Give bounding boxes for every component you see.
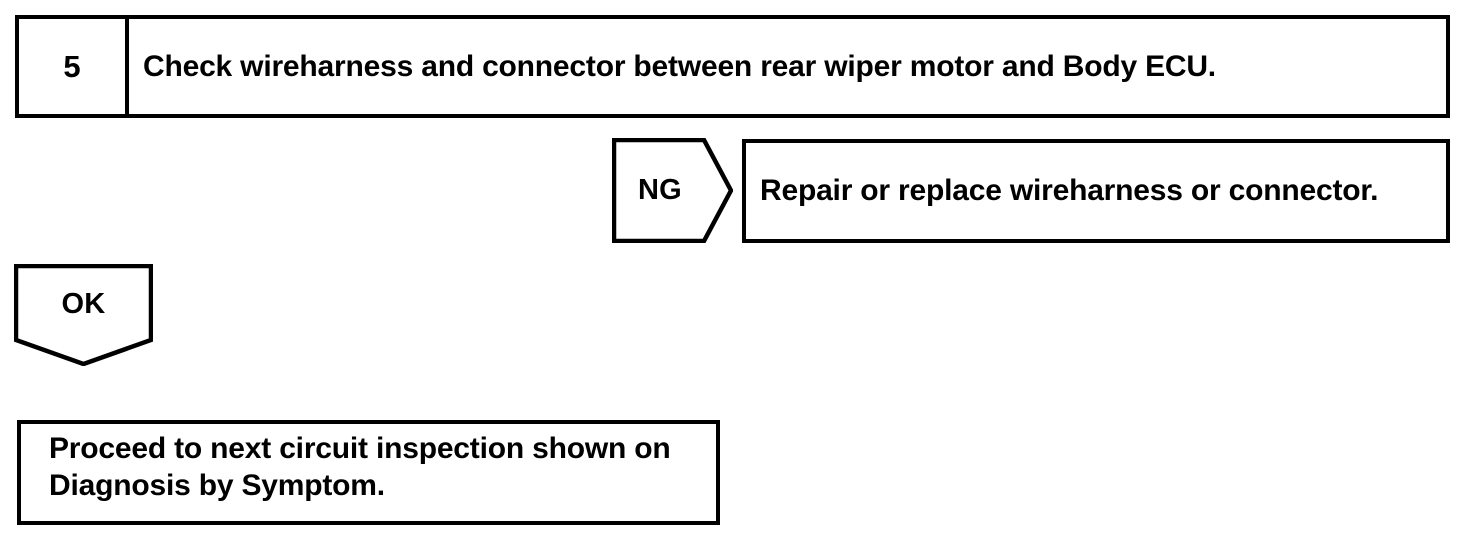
result-box: Proceed to next circuit inspection shown…: [17, 420, 720, 525]
ok-branch-arrow: [14, 264, 153, 366]
step-instruction: Check wireharness and connector between …: [143, 49, 1216, 83]
ng-action-box: Repair or replace wireharness or connect…: [742, 139, 1450, 243]
step-number: 5: [19, 19, 129, 114]
result-line-2: Diagnosis by Symptom.: [49, 469, 385, 502]
result-line-1: Proceed to next circuit inspection shown…: [49, 432, 671, 465]
step-box: 5 Check wireharness and connector betwee…: [15, 15, 1450, 118]
ng-branch-arrow: [612, 138, 733, 243]
